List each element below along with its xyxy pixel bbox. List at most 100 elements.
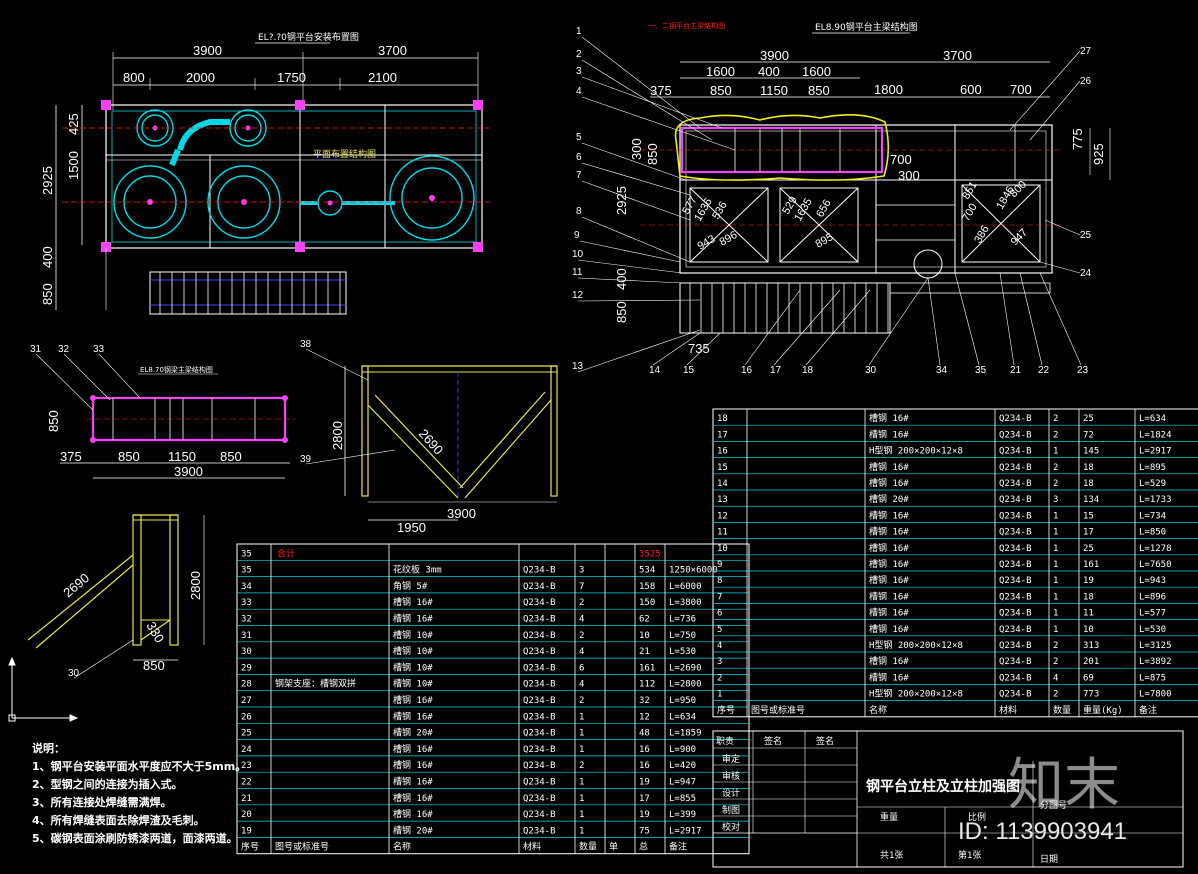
bom-cell: Q234-B xyxy=(523,729,556,739)
bom-cell: 313 xyxy=(1083,641,1099,651)
callout-12: 12 xyxy=(572,290,584,301)
bom-cell: 14 xyxy=(717,479,728,489)
bom-header: 序号 xyxy=(241,841,259,853)
bom-cell: 角钢 5# xyxy=(393,580,428,592)
title-block-label: 审核 xyxy=(722,770,740,782)
main-frame-view-right: EL8.90钢平台主梁结构图 一、二钢平台主梁结构图 3900 3700 160… xyxy=(572,21,1111,376)
bom-cell: 2 xyxy=(1053,463,1058,473)
bom-cell: 3 xyxy=(717,657,722,667)
bom-cell: 1 xyxy=(1053,528,1058,538)
bom-cell: 150 xyxy=(639,598,655,608)
dim-1600a: 1600 xyxy=(706,64,735,79)
bom-cell: 1 xyxy=(579,778,584,788)
bom-cell: L=530 xyxy=(1139,625,1166,635)
bom-cell: 2 xyxy=(1053,690,1058,700)
callout-25: 25 xyxy=(1080,230,1092,241)
dim-425: 425 xyxy=(66,113,81,135)
title-block-label: 制图 xyxy=(722,804,740,816)
bom-cell: 槽钢 16# xyxy=(869,574,909,586)
title-block-label: 比例 xyxy=(968,811,986,823)
bom-cell: L=850 xyxy=(1139,528,1166,538)
dim-3900: 3900 xyxy=(193,43,222,58)
bom-cell: 62 xyxy=(639,615,650,625)
dim-775: 775 xyxy=(1070,128,1085,150)
bom-header: 材料 xyxy=(999,704,1017,716)
bom-cell: 槽钢 16# xyxy=(869,671,909,683)
note-5: 5、碳钢表面涂刷防锈漆两道，面漆两道。 xyxy=(32,832,238,845)
bom-cell: 19 xyxy=(639,778,650,788)
dim-2925-right: 2925 xyxy=(614,186,629,215)
bom-cell: 12 xyxy=(717,511,728,521)
bom-cell: Q234-B xyxy=(999,495,1032,505)
bom-cell: L=420 xyxy=(669,761,696,771)
bom-cell: L=577 xyxy=(1139,609,1166,619)
bom-cell: 30 xyxy=(241,647,252,657)
bom-cell: 4 xyxy=(1053,673,1058,683)
dim-850: 850 xyxy=(40,283,55,305)
bom-cell: 2 xyxy=(1053,479,1058,489)
bom-cell: 25 xyxy=(241,729,252,739)
dim-r-3700: 3700 xyxy=(943,48,972,63)
bom-cell: 10 xyxy=(717,544,728,554)
plan-view-left: EL?.?0钢平台安装布置图 3900 3700 800 2000 1750 2… xyxy=(40,31,490,315)
bom-cell: 19 xyxy=(1083,576,1094,586)
bom-cell: Q234-B xyxy=(999,463,1032,473)
bom-cell: 17 xyxy=(717,430,728,440)
bom-cell: 23 xyxy=(241,761,252,771)
bom-header: 备注 xyxy=(669,841,687,853)
bom-cell: 10 xyxy=(639,631,650,641)
bom-cell: 16 xyxy=(639,761,650,771)
title-block-label: 校对 xyxy=(722,821,740,833)
callout-16: 16 xyxy=(741,365,753,376)
bom-cell: 1 xyxy=(579,810,584,820)
bom-cell: 18 xyxy=(717,414,728,424)
bom-cell: L=1824 xyxy=(1139,430,1172,440)
title-block-label: 审定 xyxy=(722,753,740,765)
dim-l-330: 330 xyxy=(143,619,167,645)
bom-cell: 2 xyxy=(717,673,722,683)
bom-cell: 145 xyxy=(1083,447,1099,457)
bom-cell: 1 xyxy=(1053,609,1058,619)
bom-header: 总 xyxy=(639,841,648,853)
bom-cell: 槽钢 16# xyxy=(393,792,433,804)
bom-cell: 槽钢 16# xyxy=(393,759,433,771)
bom-cell: Q234-B xyxy=(999,479,1032,489)
bom-header: 数量 xyxy=(579,841,597,853)
bom-cell: 18 xyxy=(1083,479,1094,489)
dim-300: 300 xyxy=(629,138,644,160)
bom-cell: 773 xyxy=(1083,690,1099,700)
dim-1500: 1500 xyxy=(66,151,81,180)
inner-dim-656: 656 xyxy=(814,198,834,220)
bom-cell: 槽钢 20# xyxy=(393,727,433,739)
bom-cell: 19 xyxy=(241,826,252,836)
title-block-label: 签名 xyxy=(816,735,834,747)
dim-f-2690: 2690 xyxy=(416,426,446,458)
bom-cell: 槽钢 16# xyxy=(869,477,909,489)
dim-600: 600 xyxy=(960,82,982,97)
bom-cell: H型钢 200×200×12×8 xyxy=(869,688,963,700)
bom-cell: 1 xyxy=(579,794,584,804)
callout-11: 11 xyxy=(572,267,583,278)
bom-cell: L=1859 xyxy=(669,729,702,739)
bom-cell: Q234-B xyxy=(999,544,1032,554)
bom-cell: 槽钢 16# xyxy=(393,743,433,755)
bom-cell: 槽钢 16# xyxy=(869,509,909,521)
bom-cell: L=634 xyxy=(669,712,696,722)
bom-cell: Q234-B xyxy=(523,745,556,755)
title-block-label: 日期 xyxy=(1040,854,1058,865)
callout-5: 5 xyxy=(576,132,582,143)
inner-dim-386: 386 xyxy=(972,224,992,246)
bom-cell: Q234-B xyxy=(999,447,1032,457)
bom-cell: 18 xyxy=(1083,592,1094,602)
general-notes: 说明： 1、钢平台安装平面水平度应不大于5mm。 2、型钢之间的连接为插入式。 … xyxy=(32,740,246,848)
bom-cell: L=896 xyxy=(1139,592,1166,602)
dim-850b: 850 xyxy=(808,83,830,98)
bom-cell: 4 xyxy=(579,680,584,690)
bom-header: 材料 xyxy=(523,841,541,853)
dim-850-right: 850 xyxy=(614,301,629,323)
callout-30: 30 xyxy=(865,365,877,376)
bom-cell: 28 xyxy=(241,680,252,690)
